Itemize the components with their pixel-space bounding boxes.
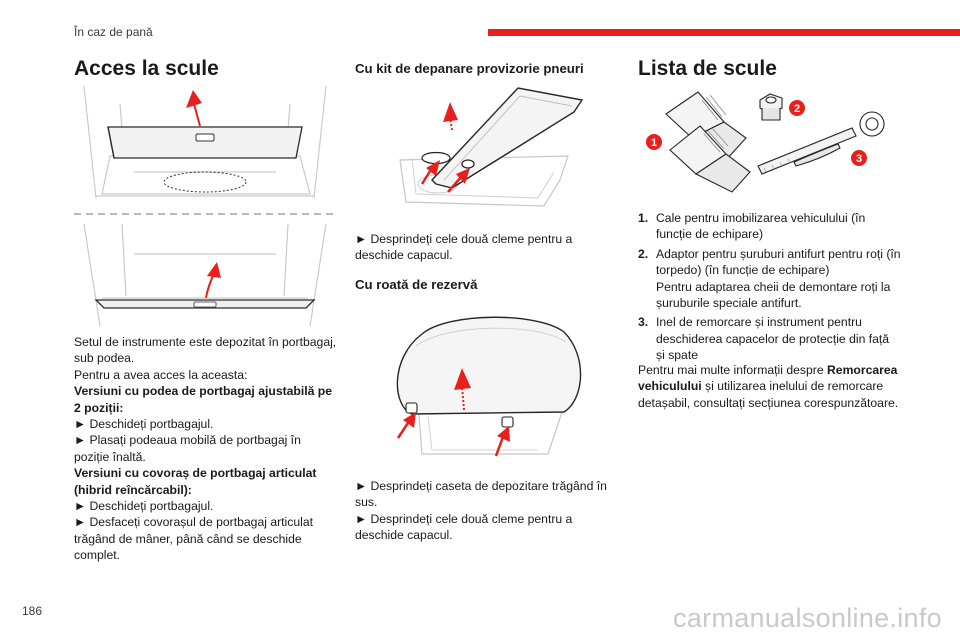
mat-handle	[193, 301, 217, 308]
list-item-number: 3.	[638, 315, 649, 330]
subheading-line: Versiuni cu podea de portbagaj ajustabil…	[74, 384, 333, 399]
subheading-line: Versiuni cu covoraș de portbagaj articul…	[74, 466, 317, 481]
towing-eye-icon	[757, 111, 885, 175]
list-item: 3. Inel de remorcare și instrument pentr…	[638, 314, 918, 363]
watermark: carmanualsonline.info	[673, 603, 942, 633]
spare-wheel-text: ► Desprindeți caseta de depozitare trăgâ…	[355, 478, 607, 544]
more-info-middle: și utilizarea inelului de remorcare	[701, 379, 884, 394]
list-item-text: șuruburile speciale antifurt.	[656, 296, 802, 311]
callout-2-label: 2	[794, 103, 800, 115]
heading-tool-access: Acces la scule	[74, 57, 219, 80]
storage-case-cover	[396, 316, 582, 415]
header-accent-bar	[488, 29, 960, 36]
tools-illustration: 1 2 3	[646, 91, 885, 193]
towing-link-text: Remorcarea	[826, 363, 898, 377]
kit-cover	[431, 87, 584, 189]
list-item-text: și spate	[656, 348, 699, 363]
case-clip-right	[501, 416, 514, 428]
heading-tool-list: Lista de scule	[638, 57, 777, 80]
list-item: 2. Adaptor pentru șuruburi antifurt pent…	[638, 246, 918, 312]
kit-clip-left	[421, 151, 451, 165]
instruction-line: poziție înaltă.	[74, 449, 146, 464]
list-item-text: Cale pentru imobilizarea vehiculului (în	[656, 211, 866, 225]
instruction-line: ► Desprindeți cele două cleme pentru a	[355, 511, 573, 526]
list-item-text: Inel de remorcare și instrument pentru	[656, 315, 862, 330]
case-clip-left	[405, 402, 418, 414]
instruction-line: complet.	[74, 548, 121, 563]
subheading-line: 2 poziții:	[74, 400, 124, 415]
callout-1-label: 1	[651, 137, 657, 149]
instruction-line: ► Desfaceți covorașul de portbagaj artic…	[74, 515, 314, 530]
instruction-line: ► Deschideți portbagajul.	[74, 499, 214, 514]
case-arrow-clip-2	[497, 426, 510, 442]
trunk-illustration	[74, 86, 336, 327]
instruction-line: sus.	[355, 495, 378, 510]
list-item-number: 2.	[638, 246, 649, 261]
mat-arrow-head	[207, 262, 221, 278]
towing-link-text-2: vehiculului	[638, 379, 702, 394]
list-item-text: deschiderea capacelor de protecție din f…	[656, 331, 890, 346]
instruction-line: deschide capacul.	[355, 248, 453, 263]
list-item-number: 1.	[638, 211, 649, 225]
floor-handle	[195, 133, 215, 142]
instruction-line: ► Desprindeți cele două cleme pentru a	[355, 232, 573, 246]
section-title: În caz de pană	[74, 25, 153, 39]
case-arrow-clip-1	[403, 412, 416, 428]
tool-access-text: Setul de instrumente este depozitat în p…	[74, 334, 336, 564]
instruction-line: ► Deschideți portbagajul.	[74, 417, 214, 432]
instruction-line: ► Plasați podeaua mobilă de portbagaj în	[74, 433, 301, 448]
callout-1	[646, 134, 662, 150]
callout-3-label: 3	[856, 153, 862, 165]
list-item-text: funcție de echipare)	[656, 227, 764, 242]
lift-arrow-head	[186, 90, 202, 108]
repair-kit-illustration	[399, 87, 584, 207]
more-info-end: detașabil, consultați secțiunea corespun…	[638, 395, 899, 410]
kit-arrow-clip-1	[426, 160, 440, 176]
kit-arrow-clip-2	[456, 168, 470, 184]
kit-clip-right	[461, 159, 475, 169]
callout-3	[851, 150, 867, 166]
list-item-text: Pentru adaptarea cheii de demontare roți…	[656, 279, 891, 294]
text-line: Setul de instrumente este depozitat în p…	[74, 335, 337, 349]
list-item-text: Adaptor pentru șuruburi antifurt pentru …	[656, 246, 901, 261]
case-arrow-up	[454, 368, 471, 390]
instruction-line: ► Desprindeți caseta de depozitare trăgâ…	[355, 479, 607, 493]
text-line: sub podea.	[74, 351, 135, 366]
spare-wheel-illustration	[396, 316, 582, 457]
more-info-prefix: Pentru mai multe informații despre	[638, 363, 827, 377]
subheading-line: (hibrid reîncărcabil):	[74, 482, 192, 497]
page-number: 186	[22, 604, 43, 618]
tool-list: 1. Cale pentru imobilizarea vehiculului …	[638, 210, 918, 367]
callout-2	[789, 100, 805, 116]
instruction-line: deschide capacul.	[355, 528, 453, 543]
more-info-text: Pentru mai multe informații despre Remor…	[638, 362, 898, 411]
repair-kit-text: ► Desprindeți cele două cleme pentru a d…	[355, 231, 572, 264]
lift-arrow-shaft	[193, 103, 201, 127]
spare-well-outline	[163, 171, 247, 193]
anti-theft-adaptor-icon	[759, 93, 783, 121]
kit-arrow-up	[443, 102, 458, 122]
wheel-chock-icon	[665, 91, 751, 193]
instruction-line: trăgând de mâner, până când se deschide	[74, 531, 302, 546]
trunk-floor-raised	[107, 126, 303, 159]
list-item-text: torpedo) (în funcție de echipare)	[656, 263, 830, 278]
list-item: 1. Cale pentru imobilizarea vehiculului …	[638, 210, 918, 243]
heading-spare-wheel: Cu roată de rezervă	[355, 277, 478, 292]
text-line: Pentru a avea acces la aceasta:	[74, 367, 248, 382]
heading-repair-kit: Cu kit de depanare provizorie pneuri	[355, 61, 584, 76]
